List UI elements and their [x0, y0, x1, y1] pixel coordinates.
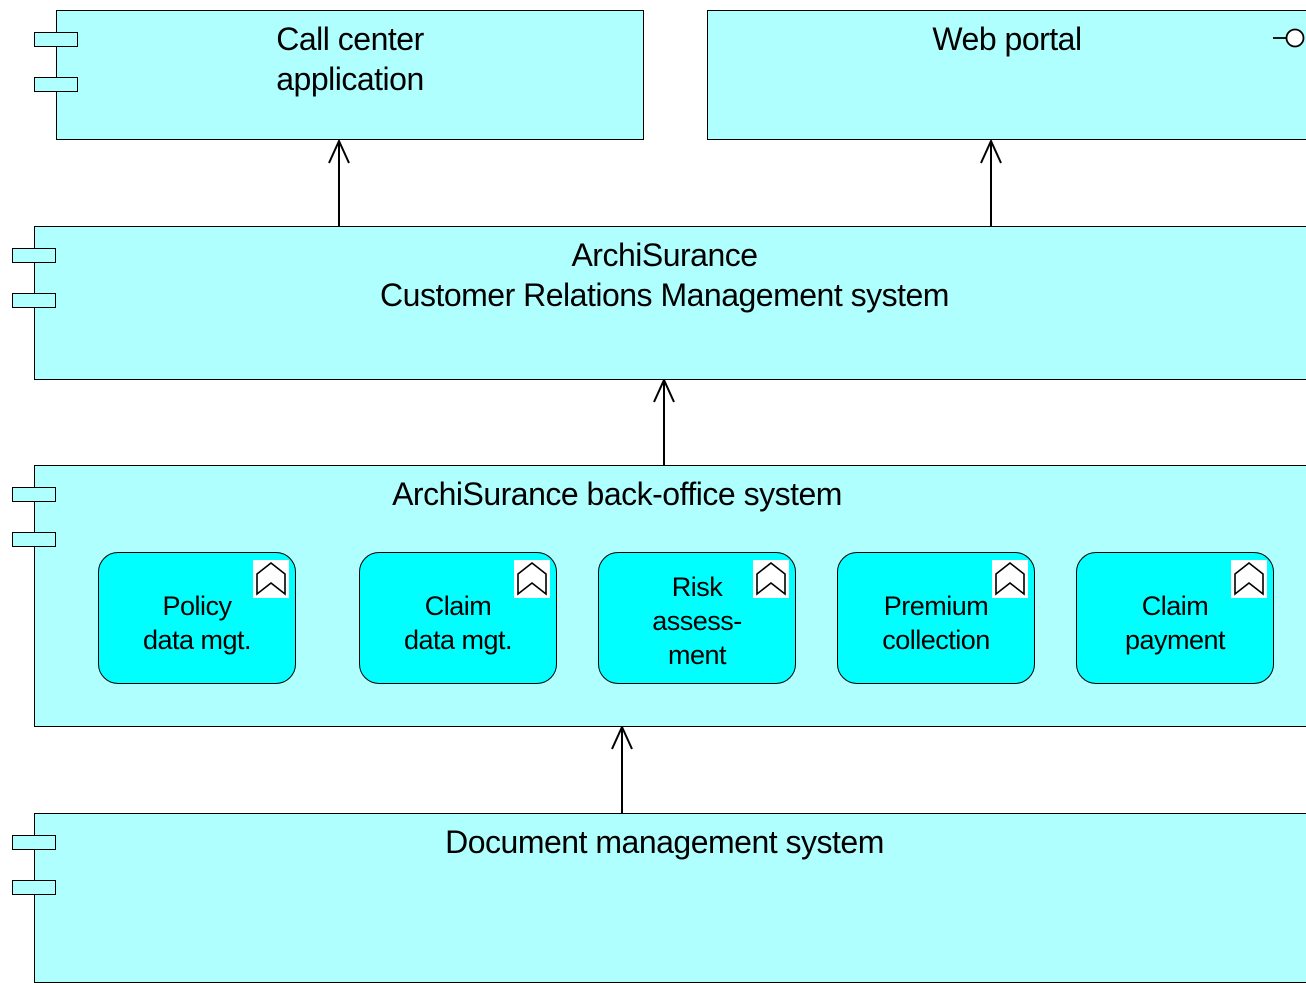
component-icon: [12, 880, 56, 895]
function-icon: [992, 560, 1028, 598]
connector-layer: [328, 138, 1002, 813]
document-management-system-component[interactable]: Document management system: [34, 813, 1306, 983]
crm-system-title: ArchiSurance Customer Relations Manageme…: [380, 237, 949, 313]
function-label: Claim payment: [1124, 591, 1226, 656]
function-label: Risk assess- ment: [652, 571, 742, 670]
component-icon: [12, 293, 56, 308]
back-office-system-title: ArchiSurance back-office system: [392, 476, 842, 512]
call-center-application-component[interactable]: Call center application: [56, 10, 644, 140]
web-portal-title: Web portal: [932, 21, 1082, 57]
component-icon: [12, 487, 56, 502]
flow-crm-to-call-center: [328, 138, 350, 226]
function-risk-assessment[interactable]: Risk assess- ment: [598, 552, 796, 684]
call-center-application-title: Call center application: [276, 21, 424, 97]
function-icon: [253, 560, 289, 598]
interface-icon: [1273, 28, 1305, 48]
component-icon: [34, 77, 78, 92]
flow-back-office-to-crm: [653, 377, 675, 465]
function-icon: [1231, 560, 1267, 598]
flow-crm-to-web-portal: [980, 138, 1002, 226]
function-premium-collection[interactable]: Premium collection: [837, 552, 1035, 684]
function-claim-data-mgt[interactable]: Claim data mgt.: [359, 552, 557, 684]
component-icon: [34, 32, 78, 47]
function-claim-payment[interactable]: Claim payment: [1076, 552, 1274, 684]
crm-system-component[interactable]: ArchiSurance Customer Relations Manageme…: [34, 226, 1306, 380]
document-management-system-title: Document management system: [445, 824, 884, 860]
component-icon: [12, 248, 56, 263]
function-policy-data-mgt[interactable]: Policy data mgt.: [98, 552, 296, 684]
component-icon: [12, 532, 56, 547]
web-portal-component[interactable]: Web portal: [707, 10, 1306, 140]
function-label: Policy data mgt.: [142, 591, 252, 656]
function-label: Premium collection: [882, 591, 990, 656]
function-label: Claim data mgt.: [403, 591, 513, 656]
function-icon: [753, 560, 789, 598]
flow-document-mgmt-to-back-office: [611, 724, 633, 813]
component-icon: [12, 835, 56, 850]
function-icon: [514, 560, 550, 598]
